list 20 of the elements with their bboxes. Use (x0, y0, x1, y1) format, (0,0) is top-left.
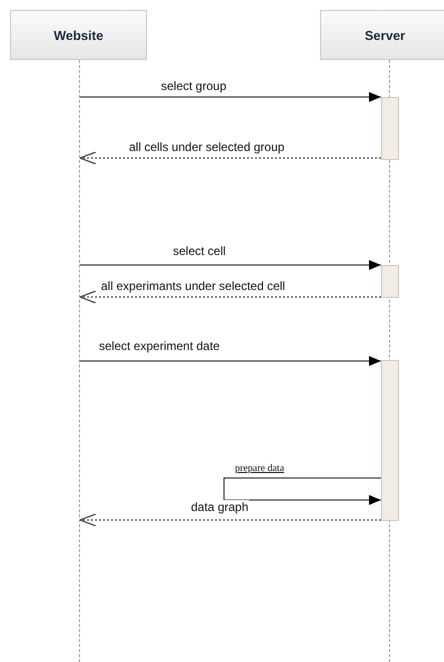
message-arrow (79, 151, 382, 165)
message-arrow (224, 478, 382, 505)
participant-box: Website (10, 10, 147, 60)
lifeline (79, 60, 80, 662)
edge-label: all cells under selected group (128, 140, 286, 154)
message-arrow (80, 356, 382, 366)
message-arrow (79, 290, 382, 304)
message-arrow (80, 92, 382, 102)
participant-box: Server (320, 10, 444, 60)
activation-bar (381, 360, 399, 521)
edge-label: all experimants under selected cell (100, 279, 286, 293)
edge-label: select experiment date (98, 339, 221, 353)
edge-label: prepare data (234, 462, 286, 476)
edge-label: select cell (172, 244, 227, 258)
message-arrow (79, 513, 382, 527)
message-arrow (80, 260, 382, 270)
activation-bar (381, 265, 399, 298)
edge-label: data graph (190, 500, 250, 514)
activation-bar (381, 97, 399, 160)
edge-label: select group (160, 79, 228, 93)
